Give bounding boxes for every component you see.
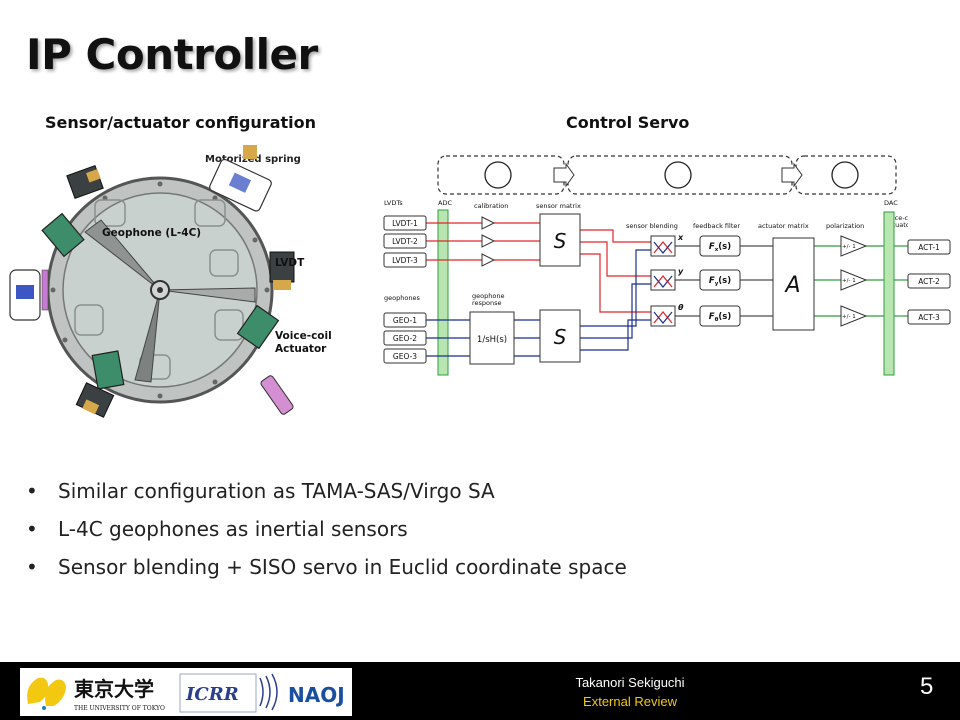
dac-label: DAC xyxy=(884,199,898,207)
calibration-label: calibration xyxy=(474,202,508,210)
voice-coil-actuators-label-1: voice-coil xyxy=(885,214,908,222)
bullet-item: • Similar configuration as TAMA-SAS/Virgo… xyxy=(22,472,627,510)
bullet-dot: • xyxy=(26,479,38,503)
actuator-matrix-symbol: A xyxy=(783,273,800,298)
dof-y-label: y xyxy=(678,267,684,276)
lvdt-input-3: LVDT-3 xyxy=(392,256,418,265)
utokyo-text: THE UNIVERSITY OF TOKYO xyxy=(74,705,165,712)
filter-theta: Fθ(s) xyxy=(709,312,732,323)
filter-theta-subscript: θ xyxy=(715,317,719,323)
slide-title: IP Controller xyxy=(26,30,318,79)
sensor-blending-label: sensor blending xyxy=(626,222,678,230)
motorized-spring-label: Motorized spring xyxy=(205,154,301,165)
polarization-label: polarization xyxy=(826,222,864,230)
control-servo-diagram: LVDTs ADC calibration sensor matrix sens… xyxy=(383,155,908,376)
filter-y-subscript: y xyxy=(715,281,719,287)
bullet-text: Sensor blending + SISO servo in Euclid c… xyxy=(58,555,627,579)
geo-input-1: GEO-1 xyxy=(393,316,417,325)
bullet-text: L-4C geophones as inertial sensors xyxy=(58,517,408,541)
geophone-response-label-1: geophone xyxy=(472,292,504,300)
filter-theta-suffix: (s) xyxy=(718,312,731,322)
utokyo-kanji: 東京大学 xyxy=(74,677,154,701)
geo-input-2: GEO-2 xyxy=(393,334,417,343)
geophone-tf: 1/sH(s) xyxy=(477,335,507,345)
icrr-wave-icon xyxy=(259,673,278,711)
filter-theta-symbol: F xyxy=(709,312,715,322)
bullet-dot: • xyxy=(26,517,38,541)
feedback-filter-label: feedback filter xyxy=(693,222,740,230)
bullet-item: • L-4C geophones as inertial sensors xyxy=(22,510,627,548)
icrr-logo: ICRR xyxy=(185,684,239,705)
adc-label: ADC xyxy=(438,199,452,207)
sensor-matrix-geo: S xyxy=(554,325,567,349)
lvdt-input-2: LVDT-2 xyxy=(392,237,418,246)
actuator-matrix-label: actuator matrix xyxy=(758,222,809,230)
presenter-name: Takanori Sekiguchi xyxy=(575,675,685,690)
lvdts-label: LVDTs xyxy=(384,199,403,207)
filter-y-suffix: (s) xyxy=(718,276,731,286)
dof-theta-label: θ xyxy=(678,303,684,312)
filter-x: Fx(s) xyxy=(709,242,731,253)
geophone-response-label-2: response xyxy=(472,299,502,307)
bullet-text: Similar configuration as TAMA-SAS/Virgo … xyxy=(58,479,495,503)
utokyo-ginkgo-icon xyxy=(27,677,66,710)
sensor-matrix-lvdt: S xyxy=(554,229,567,253)
geophones-label: geophones xyxy=(384,294,420,302)
sensor-matrix-label: sensor matrix xyxy=(536,202,581,210)
lvdt-input-1: LVDT-1 xyxy=(392,219,418,228)
config-heading: Sensor/actuator configuration xyxy=(45,113,317,132)
servo-heading: Control Servo xyxy=(566,113,690,132)
dof-x-label: x xyxy=(677,233,684,242)
actuator-label: Actuator xyxy=(275,343,327,355)
geophone-label: Geophone (L-4C) xyxy=(102,227,201,239)
act-output-3: ACT-3 xyxy=(918,313,940,322)
event-name: External Review xyxy=(583,694,677,709)
filter-x-suffix: (s) xyxy=(718,242,731,252)
actuator-outputs: ACT-1 ACT-2 ACT-3 xyxy=(907,239,951,325)
bullet-dot: • xyxy=(26,555,38,579)
institution-logos: 東京大学 THE UNIVERSITY OF TOKYO ICRR NAOJ xyxy=(20,668,352,716)
sensor-actuator-configuration-figure: Motorized spring Geophone (L-4C) LVDT Vo… xyxy=(9,145,332,418)
voice-coil-label: Voice-coil xyxy=(275,330,332,342)
polarization-2: +/- 1 xyxy=(842,278,856,284)
page-number: 5 xyxy=(920,673,934,700)
voice-coil-actuators-label-2: actuators xyxy=(885,221,908,229)
bullet-item: • Sensor blending + SISO servo in Euclid … xyxy=(22,548,627,586)
filter-y-symbol: F xyxy=(709,276,715,286)
act-output-1: ACT-1 xyxy=(918,243,940,252)
filter-y: Fy(s) xyxy=(709,276,731,287)
polarization-1: +/- 1 xyxy=(842,244,856,250)
filter-x-symbol: F xyxy=(709,242,715,252)
naoj-logo: NAOJ xyxy=(288,683,345,707)
geo-input-3: GEO-3 xyxy=(393,352,417,361)
lvdt-label: LVDT xyxy=(275,257,305,269)
filter-x-subscript: x xyxy=(715,247,719,253)
bullet-list: • Similar configuration as TAMA-SAS/Virgo… xyxy=(22,472,627,586)
polarization-3: +/- 1 xyxy=(842,314,856,320)
act-output-2: ACT-2 xyxy=(918,277,940,286)
